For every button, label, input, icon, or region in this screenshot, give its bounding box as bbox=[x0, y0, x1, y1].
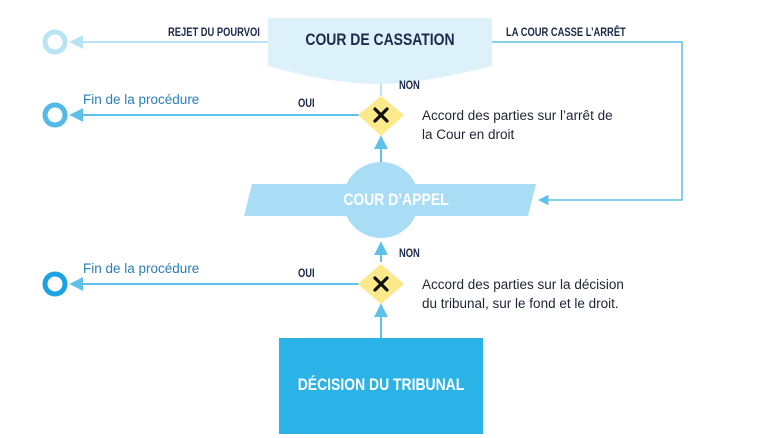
appel-title: COUR D’APPEL bbox=[343, 190, 449, 209]
condition-bottom: Accord des parties sur la décision du tr… bbox=[422, 275, 624, 313]
x-icon bbox=[373, 107, 389, 123]
cassation-title: COUR DE CASSATION bbox=[305, 30, 455, 49]
label-oui-top: OUI bbox=[298, 96, 315, 110]
cassation-box bbox=[268, 18, 492, 84]
label-oui-bottom: OUI bbox=[298, 266, 315, 280]
label-casse: LA COUR CASSE L’ARRÊT bbox=[506, 25, 626, 39]
connector-casse-back-to-appel bbox=[492, 41, 683, 206]
tribunal-title: DÉCISION DU TRIBUNAL bbox=[297, 375, 465, 394]
condition-bottom-line1: Accord des parties sur la décision bbox=[422, 277, 624, 292]
label-non-top: NON bbox=[399, 78, 420, 92]
terminal-fin-bottom-icon bbox=[42, 271, 68, 297]
terminal-fin-top-icon bbox=[42, 102, 68, 128]
condition-top-line2: la Cour en droit bbox=[422, 127, 515, 142]
tribunal-box bbox=[279, 338, 483, 434]
diamond-top bbox=[358, 96, 404, 136]
x-icon bbox=[373, 276, 389, 292]
condition-bottom-line2: du tribunal, sur le fond et le droit. bbox=[422, 296, 619, 311]
label-fin-bottom: Fin de la procédure bbox=[83, 261, 200, 276]
appel-parallelogram bbox=[244, 184, 536, 216]
condition-top-line1: Accord des parties sur l’arrêt de bbox=[422, 108, 613, 123]
label-fin-top: Fin de la procédure bbox=[83, 92, 200, 107]
condition-top: Accord des parties sur l’arrêt de la Cou… bbox=[422, 106, 613, 144]
diamond-bottom bbox=[358, 264, 404, 304]
terminal-rejet-icon bbox=[42, 29, 68, 55]
label-non-bottom: NON bbox=[399, 246, 420, 260]
label-rejet: REJET DU POURVOI bbox=[168, 25, 260, 39]
